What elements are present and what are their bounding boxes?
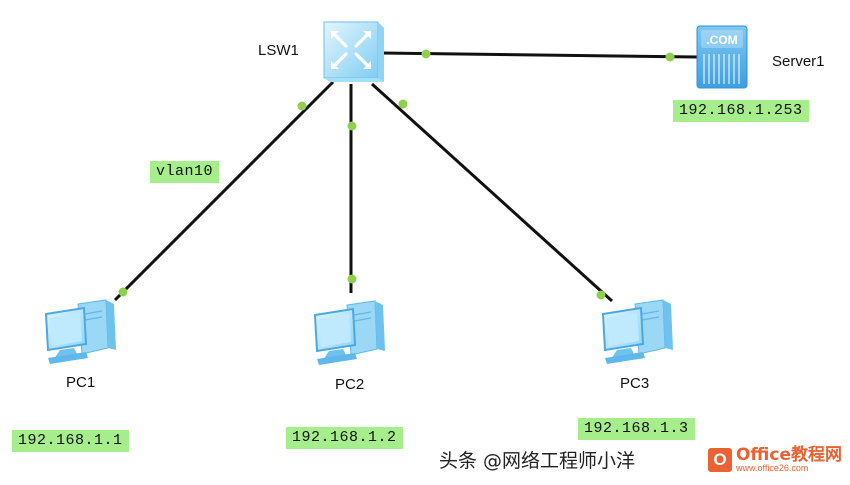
watermark-brand: Office教程网 — [735, 445, 842, 465]
port-dot — [596, 290, 606, 300]
server-icon[interactable]: .COM — [696, 25, 748, 89]
server-ip: 192.168.1.253 — [673, 100, 809, 122]
pc2-name: PC2 — [335, 376, 365, 393]
server-badge: .COM — [706, 33, 737, 47]
watermark-logo: O Office教程网 www.office26.com — [707, 447, 842, 473]
pc2-icon[interactable] — [314, 300, 386, 366]
vlan-label: vlan10 — [150, 161, 220, 183]
port-dot — [347, 274, 357, 284]
watermark-text: 头条 @网络工程师小洋 — [438, 450, 635, 472]
port-dot — [665, 52, 675, 62]
pc1-ip: 192.168.1.1 — [12, 430, 129, 452]
watermark-brand-block: Office教程网 www.office26.com — [736, 447, 842, 473]
switch-icon[interactable] — [323, 21, 384, 82]
office-logo-icon: O — [707, 448, 732, 472]
server-name: Server1 — [772, 53, 825, 70]
pc2-ip: 192.168.1.2 — [286, 427, 403, 449]
pc3-icon[interactable] — [602, 299, 674, 365]
switch-name: LSW1 — [258, 42, 299, 59]
pc3-ip: 192.168.1.3 — [578, 418, 695, 440]
pc1-name: PC1 — [66, 374, 96, 391]
port-dot — [118, 287, 128, 297]
pc3-name: PC3 — [620, 375, 650, 392]
link-switch-server[interactable] — [377, 51, 698, 59]
port-dots — [118, 49, 675, 300]
port-dot — [297, 101, 307, 111]
links — [113, 51, 698, 303]
port-dot — [347, 121, 357, 131]
link-switch-pc3[interactable] — [370, 82, 614, 303]
pc1-icon[interactable] — [45, 299, 117, 365]
watermark-url: www.office26.com — [735, 463, 809, 473]
link-switch-pc1[interactable] — [113, 80, 335, 302]
port-dot — [398, 99, 408, 109]
port-dot — [421, 49, 431, 59]
